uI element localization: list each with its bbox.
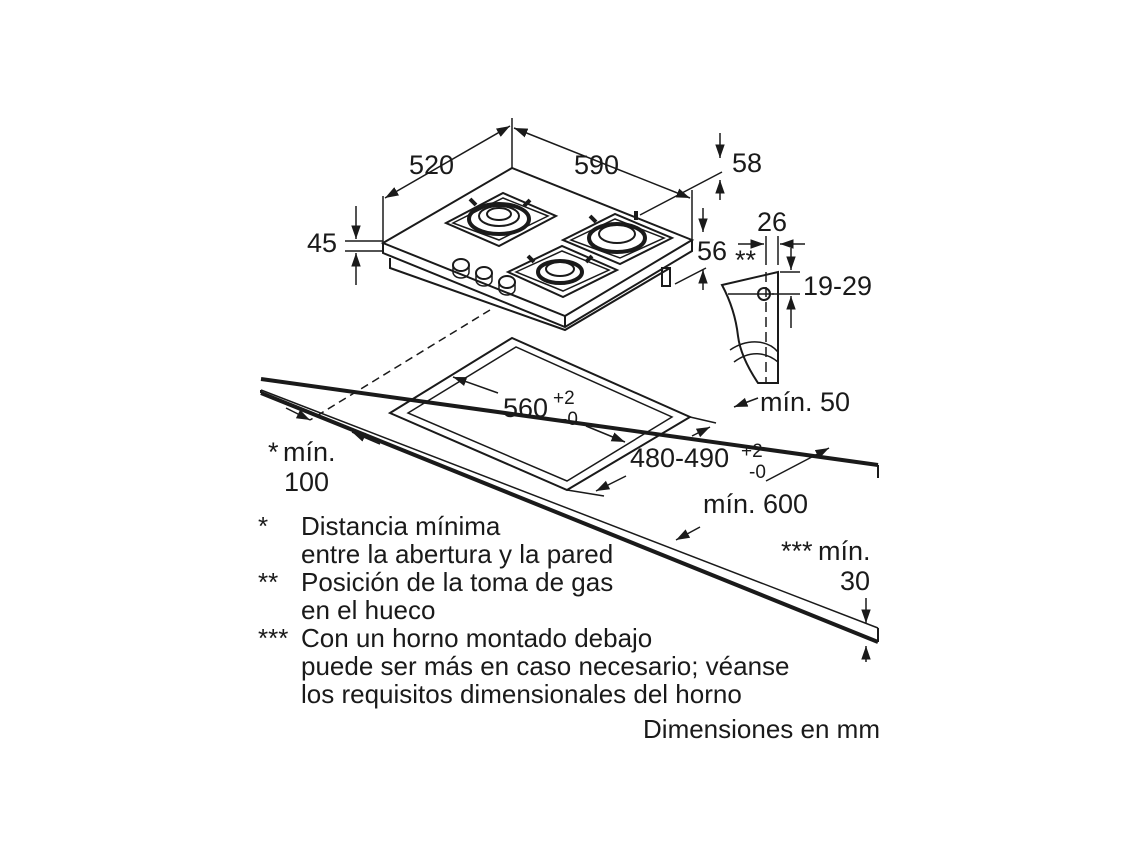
footnote-line: Posición de la toma de gas bbox=[301, 567, 614, 597]
footnote-marker: * bbox=[258, 511, 269, 541]
label-58: 58 bbox=[732, 148, 762, 178]
label-480-upper: +2 bbox=[741, 441, 763, 462]
label-under-marker: *** bbox=[781, 536, 813, 566]
footnote-oven-below: *** Con un horno montado debajo puede se… bbox=[258, 624, 898, 708]
label-gas-marker: ** bbox=[735, 245, 757, 275]
dim-under-min: *** mín. 30 bbox=[781, 536, 871, 662]
knob bbox=[498, 275, 516, 289]
label-480-490: 480-490 bbox=[630, 443, 729, 473]
units-label: Dimensiones en mm bbox=[643, 714, 880, 744]
label-side-100: 100 bbox=[284, 467, 329, 497]
footnote-line: en el hueco bbox=[301, 595, 436, 625]
dim-height-above: 58 bbox=[639, 133, 762, 216]
label-480-lower: -0 bbox=[749, 462, 766, 483]
footnote-marker: *** bbox=[258, 623, 289, 653]
label-under-30: 30 bbox=[840, 566, 870, 596]
gas-inlet-icon bbox=[757, 287, 771, 301]
footnotes: * Distancia mínima entre la abertura y l… bbox=[258, 512, 898, 708]
label-560-lower: -0 bbox=[561, 409, 578, 430]
footnote-marker: ** bbox=[258, 567, 279, 597]
dim-cutout-depth: 480-490 +2 -0 bbox=[566, 416, 766, 497]
dim-cutout-width: 560 +2 -0 bbox=[452, 376, 626, 443]
knob bbox=[452, 258, 470, 272]
footnote-line: puede ser más en caso necesario; véanse bbox=[301, 651, 790, 681]
label-45: 45 bbox=[307, 228, 337, 258]
footnote-gas-position: ** Posición de la toma de gas en el huec… bbox=[258, 568, 898, 624]
dim-hob-width: 590 bbox=[513, 127, 693, 240]
footnote-line: Con un horno montado debajo bbox=[301, 623, 653, 653]
knob bbox=[475, 266, 493, 280]
dim-height-below: 56 bbox=[674, 208, 727, 290]
footnote-line: entre la abertura y la pared bbox=[301, 539, 614, 569]
burner-right bbox=[560, 211, 675, 266]
footnote-line: los requisitos dimensionales del horno bbox=[301, 679, 742, 709]
label-min-600: mín. 600 bbox=[703, 489, 808, 519]
label-under-min: mín. bbox=[818, 536, 871, 566]
label-19-29: 19-29 bbox=[803, 271, 872, 301]
label-56: 56 bbox=[697, 236, 727, 266]
dim-hob-thickness: 45 bbox=[307, 206, 383, 285]
hob-body bbox=[389, 258, 671, 332]
label-min-50: mín. 50 bbox=[760, 387, 850, 417]
gas-detail-drawing: 26 ** 19-29 bbox=[720, 207, 872, 384]
label-590: 590 bbox=[574, 150, 619, 180]
footnote-side-distance: * Distancia mínima entre la abertura y l… bbox=[258, 512, 898, 568]
dim-side-min: * mín. 100 bbox=[268, 407, 381, 497]
label-560-upper: +2 bbox=[553, 388, 575, 409]
label-side-marker: * bbox=[268, 437, 279, 467]
label-520: 520 bbox=[409, 150, 454, 180]
label-560: 560 bbox=[503, 393, 548, 423]
burner-front bbox=[505, 244, 620, 299]
dim-wall-clearance: mín. 50 bbox=[733, 387, 850, 417]
label-side-min: mín. bbox=[283, 437, 336, 467]
hob-drawing bbox=[380, 166, 695, 332]
gas-connector bbox=[661, 267, 671, 287]
burner-back-left bbox=[443, 191, 559, 248]
dim-front-min: mín. 600 bbox=[675, 447, 830, 541]
dim-hob-depth: 520 bbox=[382, 118, 513, 243]
label-26: 26 bbox=[757, 207, 787, 237]
footnote-line: Distancia mínima bbox=[301, 511, 501, 541]
control-knobs bbox=[452, 258, 516, 296]
